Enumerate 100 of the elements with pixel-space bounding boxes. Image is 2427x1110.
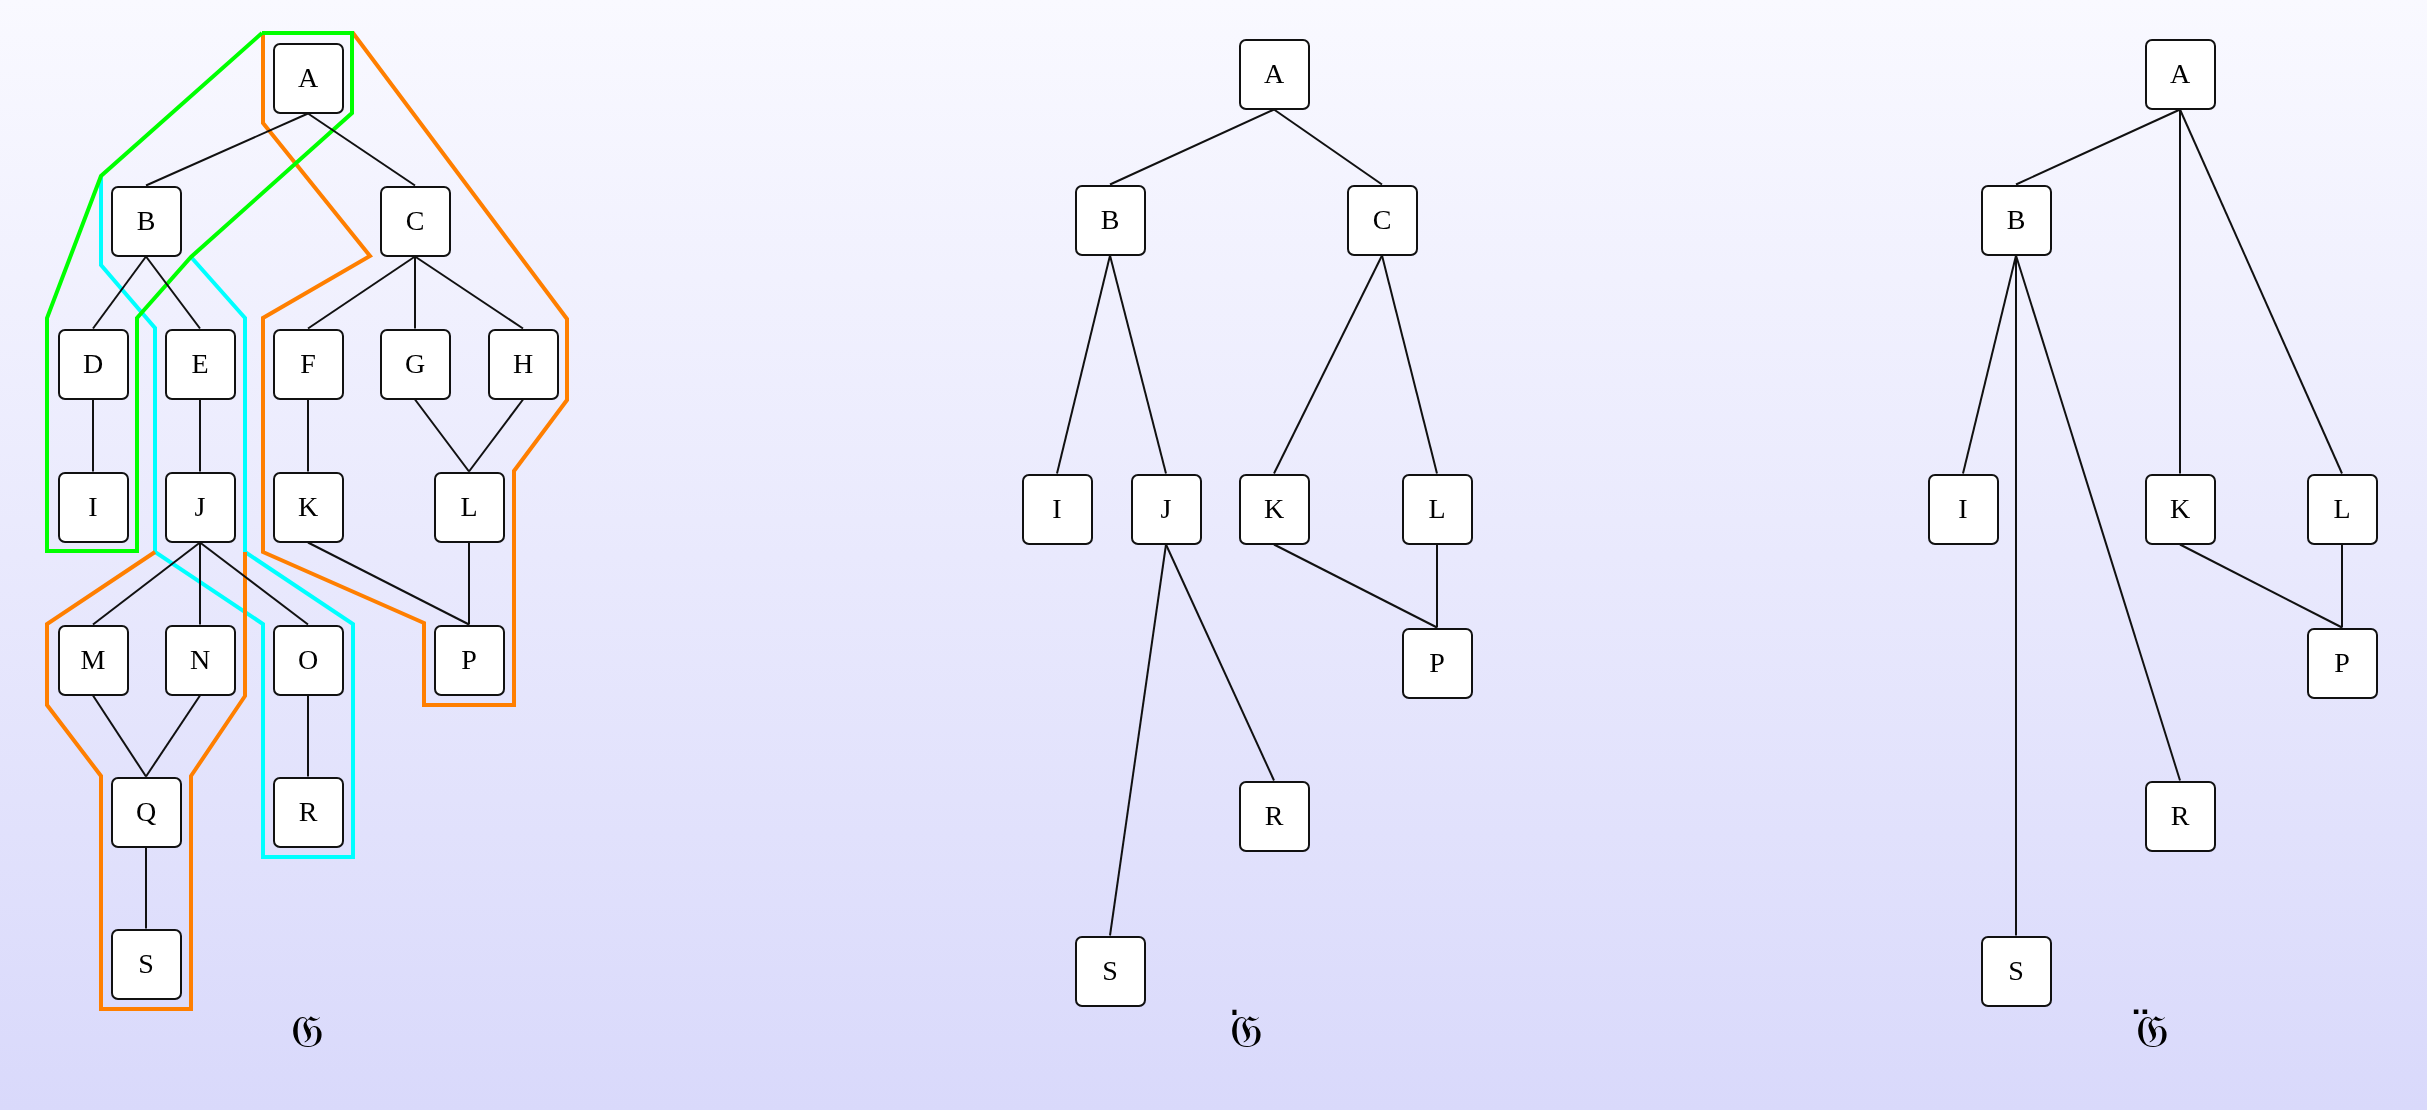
node-box xyxy=(1346,184,1418,256)
node-label: H xyxy=(512,348,534,380)
node-label: K xyxy=(2169,493,2191,525)
node-box xyxy=(1130,473,1202,545)
node-box xyxy=(1021,473,1093,545)
node-box xyxy=(164,624,236,696)
node-box xyxy=(110,185,182,257)
node-label: N xyxy=(189,644,211,676)
node-box xyxy=(1980,935,2052,1007)
connector-line xyxy=(468,541,470,626)
node-box xyxy=(57,471,129,543)
connector-line xyxy=(199,541,201,626)
connector-line xyxy=(1381,254,1438,475)
node-box xyxy=(2144,473,2216,545)
connector-line xyxy=(307,694,309,778)
node-label: S xyxy=(1102,955,1118,987)
node-box xyxy=(1074,935,1146,1007)
connector-line xyxy=(145,694,201,778)
connector-line xyxy=(1273,543,1438,629)
connector-line xyxy=(145,255,201,330)
connector-line xyxy=(1056,254,1111,475)
connector-line xyxy=(2015,254,2181,782)
node-label: P xyxy=(1429,647,1445,679)
node-label: S xyxy=(2008,955,2024,987)
connector-line xyxy=(92,398,94,473)
node-label: S xyxy=(138,948,154,980)
node-box xyxy=(433,624,505,696)
connector-line xyxy=(2015,108,2181,186)
node-box xyxy=(379,185,451,257)
connector-line xyxy=(199,398,201,473)
node-box xyxy=(272,776,344,848)
node-box xyxy=(272,328,344,400)
node-label: Q xyxy=(135,796,157,828)
node-label: B xyxy=(136,205,156,237)
node-label: L xyxy=(1428,493,1446,525)
node-label: C xyxy=(405,205,425,237)
connector-line xyxy=(2341,543,2343,629)
node-label: J xyxy=(194,491,206,523)
node-label: K xyxy=(1263,493,1285,525)
connector-line xyxy=(1109,108,1275,186)
node-label: O xyxy=(297,644,319,676)
node-box xyxy=(1238,780,1310,852)
node-box xyxy=(57,624,129,696)
node-box xyxy=(1074,184,1146,256)
node-label: L xyxy=(2333,493,2351,525)
connector-line xyxy=(2179,108,2181,475)
node-box xyxy=(1980,184,2052,256)
node-box xyxy=(1238,38,1310,110)
node-label: R xyxy=(298,796,318,828)
node-label: B xyxy=(1100,204,1120,236)
node-box xyxy=(57,328,129,400)
graph-caption: 𝔊̈ xyxy=(2135,1003,2169,1060)
graph-caption: 𝔊̇ xyxy=(1229,1003,1263,1060)
node-box xyxy=(164,328,236,400)
connector-line xyxy=(468,398,524,473)
node-label: A xyxy=(2169,58,2191,90)
node-label: A xyxy=(297,62,319,94)
node-box xyxy=(2144,780,2216,852)
connector-line xyxy=(2179,543,2343,629)
connector-line xyxy=(414,255,416,330)
node-box xyxy=(272,42,344,114)
connector-line xyxy=(145,112,309,187)
node-box xyxy=(272,624,344,696)
connector-line xyxy=(199,541,309,626)
connector-line xyxy=(92,541,201,626)
connector-line xyxy=(307,398,309,473)
connector-line xyxy=(92,694,147,778)
connector-line xyxy=(1273,254,1383,475)
node-label: I xyxy=(1052,493,1062,525)
node-label: F xyxy=(300,348,316,380)
connector-line xyxy=(1165,543,1275,782)
node-box xyxy=(272,471,344,543)
connector-line xyxy=(2179,108,2343,475)
node-label: P xyxy=(461,644,477,676)
node-label: B xyxy=(2006,204,2026,236)
connector-line xyxy=(307,112,416,187)
node-box xyxy=(2306,627,2378,699)
graph-caption: 𝔊 xyxy=(290,1003,324,1060)
node-box xyxy=(1238,473,1310,545)
node-label: J xyxy=(1160,493,1172,525)
node-box xyxy=(164,471,236,543)
node-label: E xyxy=(191,348,209,380)
node-label: I xyxy=(88,491,98,523)
node-box xyxy=(433,471,505,543)
connector-line xyxy=(1109,543,1167,937)
node-label: R xyxy=(1264,800,1284,832)
node-box xyxy=(1927,473,1999,545)
node-box xyxy=(379,328,451,400)
node-label: M xyxy=(80,644,106,676)
node-box xyxy=(110,928,182,1000)
node-box xyxy=(2306,473,2378,545)
connector-line xyxy=(1273,108,1383,186)
node-label: P xyxy=(2334,647,2350,679)
node-label: L xyxy=(460,491,478,523)
connector-line xyxy=(1109,254,1167,475)
node-label: R xyxy=(2170,800,2190,832)
connector-line xyxy=(145,846,147,930)
node-label: I xyxy=(1958,493,1968,525)
node-box xyxy=(487,328,559,400)
connector-line xyxy=(307,541,470,626)
